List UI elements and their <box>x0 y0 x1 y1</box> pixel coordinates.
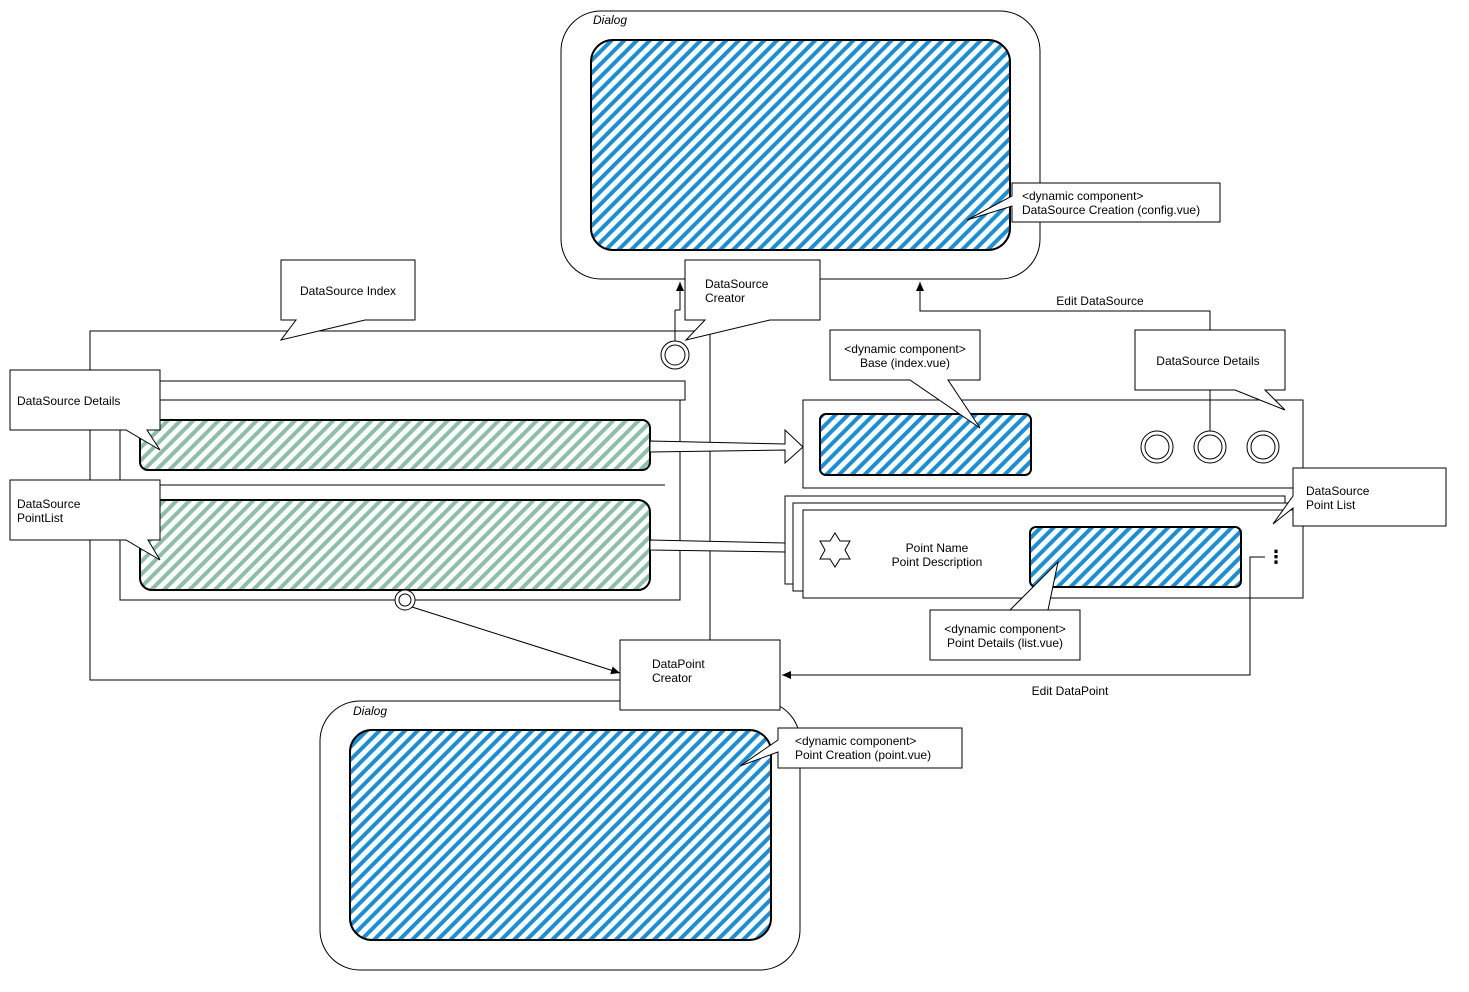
point-menu-icon[interactable]: ⋮ <box>1267 547 1285 568</box>
datasource-details-callout-right <box>1134 329 1286 411</box>
point-details-callout-body <box>931 611 1079 659</box>
bottom-dialog-title: Dialog <box>353 704 387 718</box>
details-block-arrow <box>649 428 804 465</box>
point-name-label: Point Name <box>906 541 969 555</box>
datasource-creator-callout <box>684 259 821 341</box>
details-section-placeholder <box>139 419 651 471</box>
datasource-details-panel <box>802 399 1304 489</box>
details-base-placeholder <box>819 413 1032 476</box>
datasource-pointlist-label-line2: PointList <box>17 511 64 525</box>
bottom-dialog-content <box>349 729 772 941</box>
datapoint-creator-button-inner[interactable] <box>398 593 412 607</box>
top-dialog-title: Dialog <box>593 13 627 27</box>
datasource-index-panel <box>89 330 711 681</box>
point-star-icon <box>819 532 851 568</box>
edit-datasource-label: Edit DataSource <box>1056 294 1144 308</box>
datasource-details-callout-left <box>9 369 161 451</box>
datasource-point-list-callout <box>1272 467 1447 527</box>
bottom-dialog-callout-line2: Point Creation (point.vue) <box>795 748 931 762</box>
point-details-placeholder <box>1029 526 1242 588</box>
edit-datapoint-label: Edit DataPoint <box>1032 684 1109 698</box>
datasource-creator-label-line2: Creator <box>705 291 745 305</box>
top-dialog-callout-line2: DataSource Creation (config.vue) <box>1022 203 1200 217</box>
datasource-pointlist-label-line1: DataSource <box>17 497 81 511</box>
top-dialog-callout-line1: <dynamic component> <box>1022 189 1143 203</box>
edit-datasource-label-bg <box>1052 292 1150 308</box>
details-edit-button-inner[interactable] <box>1197 434 1223 460</box>
index-panel-header-bar <box>139 380 686 401</box>
datapoint-creator-box <box>619 639 781 711</box>
datasource-point-list-label-line1: DataSource <box>1306 484 1370 498</box>
bottom-dialog-callout <box>739 727 963 769</box>
datasource-creator-button-inner[interactable] <box>664 344 686 366</box>
top-dialog-content <box>590 39 1011 251</box>
details-action-button-3-inner[interactable] <box>1250 434 1276 460</box>
bottom-dialog: Dialog <box>319 700 801 971</box>
datasource-creator-arrow <box>675 282 684 311</box>
datasource-point-list-label-line2: Point List <box>1306 498 1356 512</box>
datasource-index-label: DataSource Index <box>300 284 396 298</box>
datapoint-creator-label-line2: Creator <box>652 671 692 685</box>
datapoint-creator-connector <box>411 606 621 675</box>
datasource-details-label-right: DataSource Details <box>1156 354 1259 368</box>
datasource-details-label-left: DataSource Details <box>17 394 120 408</box>
datasource-pointlist-callout <box>9 479 161 561</box>
point-details-label-line2: Point Details (list.vue) <box>947 636 1063 650</box>
datasource-creator-label-line1: DataSource <box>705 277 769 291</box>
top-dialog: Dialog <dynamic component> DataSource Cr… <box>560 10 1221 280</box>
point-description-label: Point Description <box>892 555 983 569</box>
datapoint-creator-label-line1: DataPoint <box>652 657 705 671</box>
base-component-label-line1: <dynamic component> <box>844 342 965 356</box>
bottom-dialog-callout-line1: <dynamic component> <box>795 734 916 748</box>
base-component-label-line2: Base (index.vue) <box>860 356 950 370</box>
top-dialog-callout <box>966 182 1221 223</box>
pointlist-section-placeholder <box>139 499 651 591</box>
edit-datapoint-connector <box>782 556 1265 679</box>
base-component-callout <box>829 329 981 429</box>
details-action-button-1-inner[interactable] <box>1144 434 1170 460</box>
datasource-index-callout <box>279 259 416 341</box>
point-details-label-line1: <dynamic component> <box>944 622 1065 636</box>
